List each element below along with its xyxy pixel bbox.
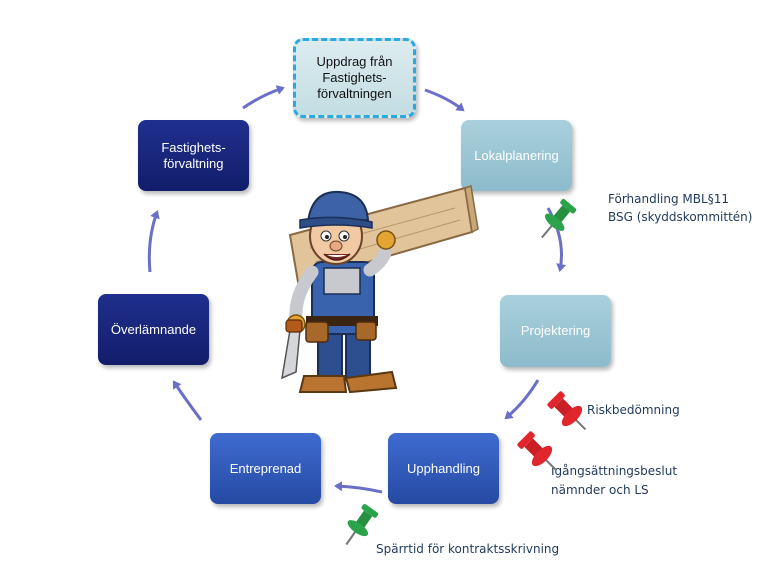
note-bsg: BSG (skyddskommittén) <box>608 210 753 224</box>
node-fastighetsforvaltning-label: Fastighets- förvaltning <box>161 139 226 171</box>
node-upphandling-label: Upphandling <box>406 460 480 476</box>
arrow-projektering-to-upphandling <box>504 379 540 420</box>
node-projektering-label: Projektering <box>520 323 591 338</box>
node-fastighetsforvaltning: Fastighets- förvaltning <box>138 120 249 191</box>
saw-icon <box>281 319 303 380</box>
arrow-entreprenad-to-overlamnande <box>172 380 203 421</box>
node-entreprenad-label: Entreprenad <box>229 460 302 476</box>
node-entreprenad: Entreprenad <box>210 433 321 504</box>
note-riskbedomning: Riskbedömning <box>587 403 680 417</box>
node-uppdrag-label: Uppdrag från Fastighets- förvaltningen <box>316 54 393 101</box>
arrow-fastighet-to-uppdrag <box>242 85 285 110</box>
note-igangsattning: Igångsättningsbeslut <box>551 464 678 478</box>
node-uppdrag: Uppdrag från Fastighets- förvaltningen <box>293 38 416 118</box>
note-sparrtid: Spärrtid för kontraktsskrivning <box>376 542 560 556</box>
arrow-upphandling-to-entreprenad <box>334 481 383 494</box>
green-pushpin-icon <box>345 504 379 546</box>
node-projektering: Projektering <box>500 295 611 367</box>
red-pushpin-icon <box>517 431 557 471</box>
arrow-uppdrag-to-lokal <box>424 88 465 112</box>
green-pushpin-icon <box>541 198 577 239</box>
arrow-overlamnande-to-fastighet <box>147 210 160 273</box>
node-upphandling: Upphandling <box>388 433 499 504</box>
node-overlamnande-label: Överlämnande <box>110 321 197 337</box>
node-lokalplanering-label: Lokalplanering <box>474 147 559 163</box>
note-namnder: nämnder och LS <box>551 483 649 497</box>
node-overlamnande: Överlämnande <box>98 294 209 365</box>
red-pushpin-icon <box>547 391 587 431</box>
note-forhandling: Förhandling MBL§11 <box>608 192 729 206</box>
arrow-lokal-to-projektering <box>546 207 567 272</box>
node-lokalplanering: Lokalplanering <box>461 120 572 191</box>
